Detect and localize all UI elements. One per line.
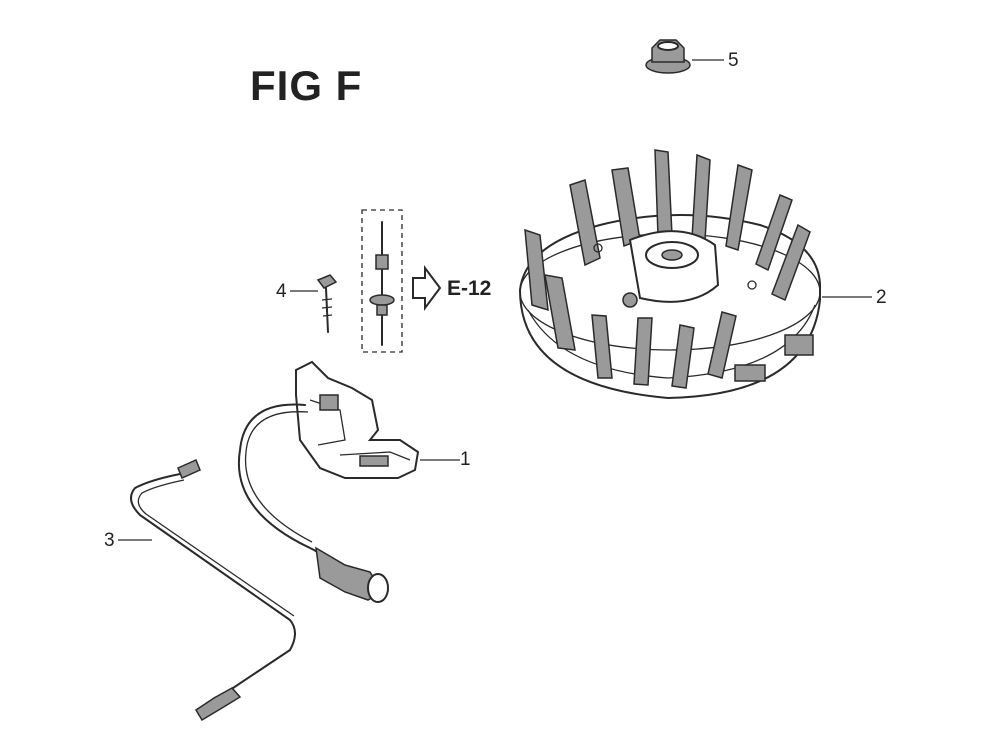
stop-wire-icon[interactable]	[118, 458, 296, 722]
stud-bolt-icon	[361, 209, 403, 353]
flange-nut-icon[interactable]	[645, 39, 724, 74]
spark-plug-cap-icon	[315, 546, 389, 603]
reference-label[interactable]: E-12	[447, 277, 492, 300]
callout-4: 4	[276, 281, 287, 302]
figure-title: FIG F	[250, 62, 363, 109]
flywheel-icon[interactable]	[519, 149, 872, 399]
ignition-coil-icon[interactable]	[237, 360, 460, 566]
callout-2: 2	[876, 287, 887, 308]
reference-arrow-icon	[412, 265, 442, 311]
callout-3: 3	[104, 530, 115, 551]
callout-5: 5	[728, 50, 739, 71]
bolt-icon[interactable]	[290, 274, 338, 333]
callout-1: 1	[460, 449, 471, 470]
